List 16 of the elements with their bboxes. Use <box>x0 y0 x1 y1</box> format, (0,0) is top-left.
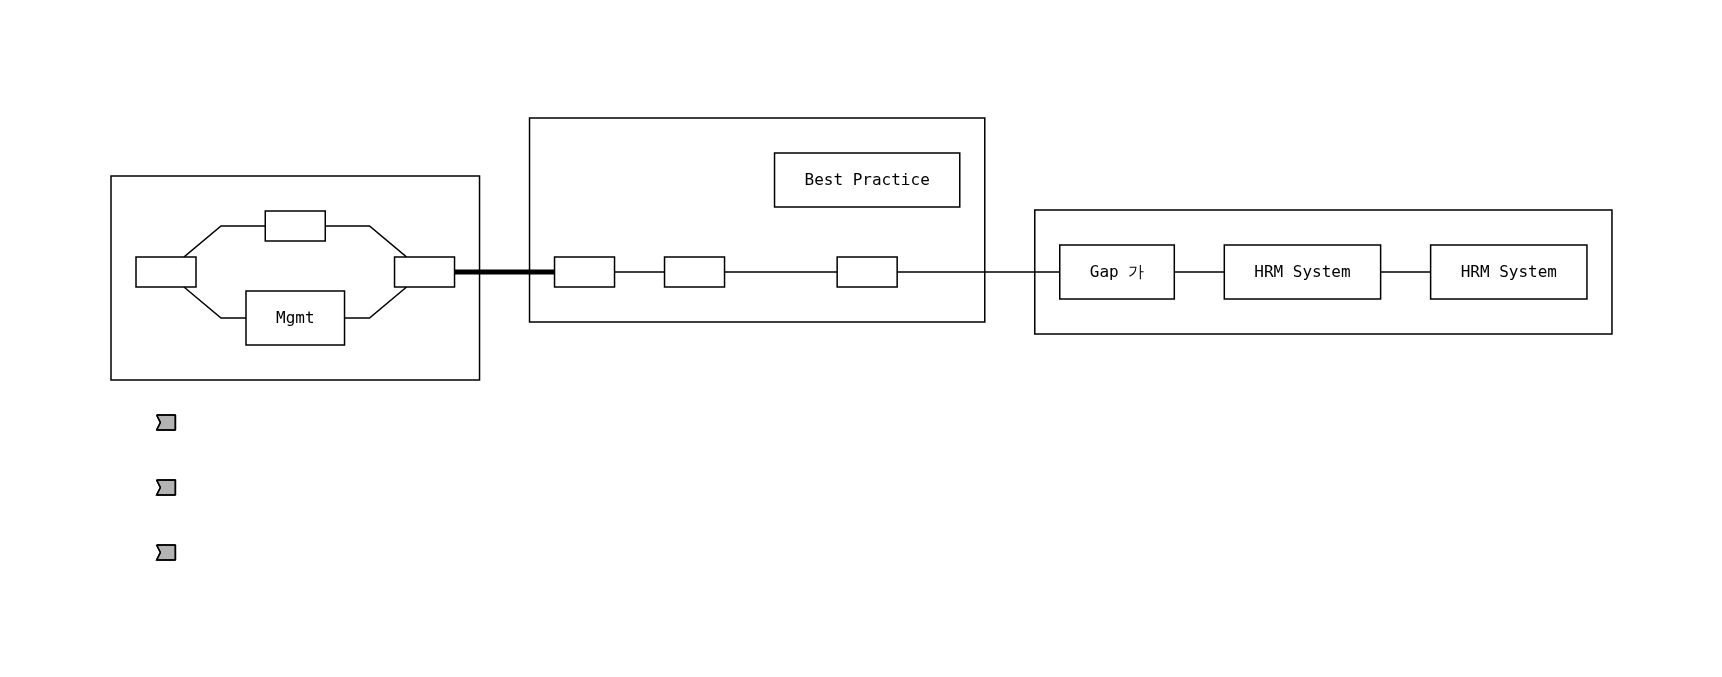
cluster <box>1033 208 1613 335</box>
node-box: HRM System <box>1429 243 1588 300</box>
cluster <box>528 116 986 323</box>
connector <box>324 224 407 258</box>
node-box: Gap 가 <box>1058 243 1175 300</box>
cluster <box>109 174 480 381</box>
node-box <box>553 255 615 288</box>
node-box <box>663 255 725 288</box>
node-box <box>393 255 455 288</box>
node-box <box>835 255 898 288</box>
node-box: HRM System <box>1223 243 1381 300</box>
connector <box>454 269 555 274</box>
node-box: Mgmt <box>244 289 345 346</box>
node-box <box>264 209 326 242</box>
node-box: Best Practice <box>773 151 961 208</box>
node-box <box>134 255 197 288</box>
